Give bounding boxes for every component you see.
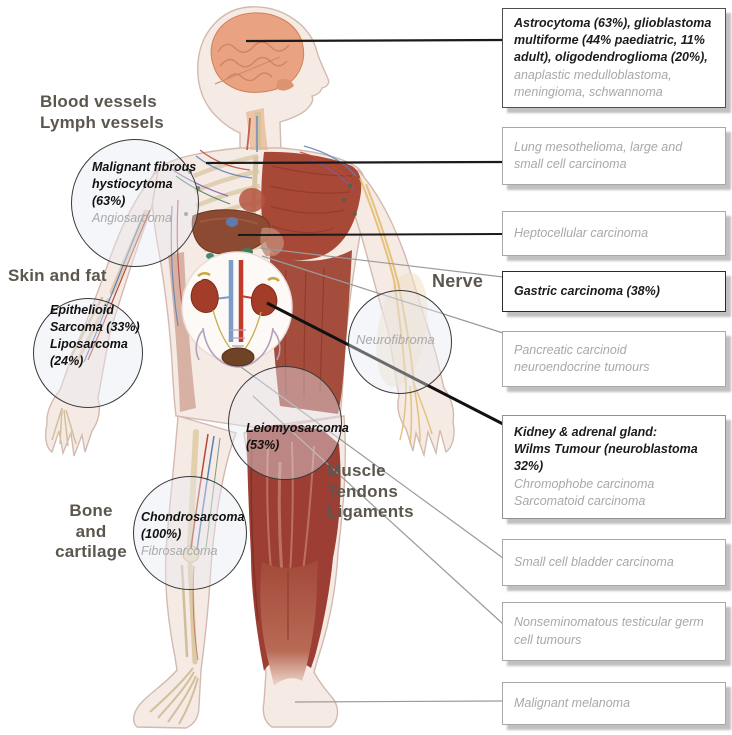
annotation-text-bone: Chondrosarcoma (100%) Fibrosarcoma xyxy=(141,509,255,560)
annotation-circle-muscle xyxy=(228,366,342,480)
anatomy-label-nerve: Nerve xyxy=(432,271,484,291)
annotation-circle-bone xyxy=(133,476,247,590)
soft-tissue-tumour-secondary-text: Angiosarcoma xyxy=(92,210,172,225)
callout-box-kidney-tumours: Kidney & adrenal gland: Wilms Tumour (ne… xyxy=(502,415,726,519)
kidneys-bladder-illustration xyxy=(181,251,293,368)
callout-box-testicular-tumours: Nonseminomatous testicular germ cell tum… xyxy=(502,602,726,661)
kidney-tumours-primary-text: Wilms Tumour (neuroblastoma 32%) xyxy=(514,442,698,474)
kidney-tumours-secondary-text: Chromophobe carcinoma xyxy=(514,476,655,491)
annotation-text-skin-fat: Epithelioid Sarcoma (33%) Liposarcoma (2… xyxy=(50,302,152,370)
leader-line-melanoma xyxy=(294,700,504,703)
melanoma-text: Malignant melanoma xyxy=(514,695,631,710)
callout-box-brain-tumours: Astrocytoma (63%), glioblastoma multifor… xyxy=(502,8,726,108)
anatomy-label-muscle-tendons-ligaments: Muscle Tendons Ligaments xyxy=(327,461,414,523)
callout-box-melanoma: Malignant melanoma xyxy=(502,682,726,725)
callout-box-gastric-tumours: Gastric carcinoma (38%) xyxy=(502,271,726,312)
skin-fat-tumour-text: Epithelioid Sarcoma (33%) Liposarcoma (2… xyxy=(50,303,140,368)
leader-line-stomach xyxy=(259,247,504,278)
annotation-circle-nerve xyxy=(348,290,452,394)
muscle-label: Muscle xyxy=(327,461,386,480)
callout-box-pancreatic-tumours: Pancreatic carcinoid neuroendocrine tumo… xyxy=(502,331,726,387)
bladder-tumours-text: Small cell bladder carcinoma xyxy=(514,554,674,569)
bone-tumour-text: Chondrosarcoma (100%) xyxy=(141,510,245,541)
bone-tumour-secondary-text: Fibrosarcoma xyxy=(141,543,218,558)
annotation-text-muscle: Leiomyosarcoma (53%) xyxy=(246,420,352,454)
testicular-tumours-text: Nonseminomatous testicular germ cell tum… xyxy=(514,615,704,647)
heart-illustration xyxy=(239,188,265,212)
kidney-tumours-heading-text: Kidney & adrenal gland: xyxy=(514,424,658,439)
soft-tissue-tumour-text: Malignant fibrous hystiocytoma (63%) xyxy=(92,160,197,208)
callout-box-liver-tumours: Heptocellular carcinoma xyxy=(502,211,726,256)
gastric-tumours-text: Gastric carcinoma (38%) xyxy=(514,283,660,298)
annotation-text-nerve: Neurofibroma xyxy=(356,331,448,349)
callout-box-lung-tumours: Lung mesothelioma, large and small cell … xyxy=(502,127,726,185)
liver-tumours-text: Heptocellular carcinoma xyxy=(514,225,649,240)
leader-line-liver xyxy=(237,233,504,236)
ligaments-label: Ligaments xyxy=(327,502,414,522)
kidney-tumours-secondary-text-2: Sarcomatoid carcinoma xyxy=(514,493,646,508)
cartilage-label: cartilage xyxy=(55,542,127,562)
brain-tumours-primary-text: Astrocytoma (63%), glioblastoma multifor… xyxy=(514,15,712,65)
nerve-tumour-text: Neurofibroma xyxy=(356,332,435,347)
lung-tumours-text: Lung mesothelioma, large and small cell … xyxy=(514,139,683,171)
callout-box-bladder-tumours: Small cell bladder carcinoma xyxy=(502,539,726,586)
blood-vessels-label: Blood vessels xyxy=(40,92,157,111)
lymph-vessels-label: Lymph vessels xyxy=(40,112,164,132)
anatomy-label-skin-fat: Skin and fat xyxy=(8,266,107,285)
brain-tumours-secondary-text: anaplastic medulloblastoma, meningioma, … xyxy=(514,67,672,99)
muscle-tumour-text: Leiomyosarcoma (53%) xyxy=(246,421,349,452)
annotation-text-soft-tissue: Malignant fibrous hystiocytoma (63%) Ang… xyxy=(92,159,208,227)
annotation-circle-skin-fat xyxy=(33,298,143,408)
brain-illustration xyxy=(210,12,305,93)
leg-muscle-illustration xyxy=(247,425,341,686)
anatomy-label-bone-cartilage: Bone and cartilage xyxy=(52,501,130,563)
annotation-circle-soft-tissue xyxy=(71,139,199,267)
tendons-label: Tendons xyxy=(327,481,398,501)
bone-label: Bone and xyxy=(69,501,113,541)
leader-line-brain xyxy=(245,38,504,43)
pancreatic-tumours-text: Pancreatic carcinoid neuroendocrine tumo… xyxy=(514,342,650,374)
leader-line-lung xyxy=(205,160,504,165)
anatomy-label-blood-lymph-vessels: Blood vessels Lymph vessels xyxy=(40,92,164,133)
